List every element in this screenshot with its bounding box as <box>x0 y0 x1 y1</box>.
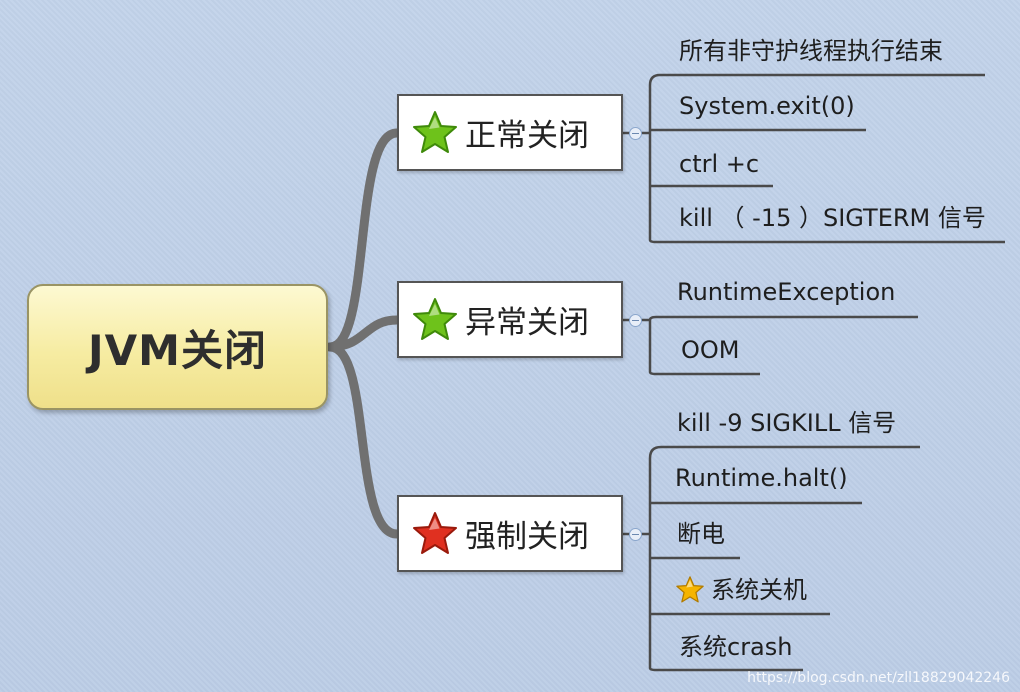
connector-root-branch2 <box>325 315 402 352</box>
root-node[interactable]: JVM关闭 <box>27 284 328 410</box>
leaf-node[interactable]: 断电 <box>677 522 725 546</box>
leaf-label: 所有非守护线程执行结束 <box>679 37 943 65</box>
leaf-label: 系统crash <box>679 633 793 661</box>
connector-root-branch3 <box>325 342 402 539</box>
branch1-leaf-lines <box>623 73 1005 244</box>
leaf-node[interactable]: 所有非守护线程执行结束 <box>679 39 943 63</box>
leaf-node[interactable]: kill -9 SIGKILL 信号 <box>677 411 896 435</box>
leaf-label: OOM <box>681 336 740 364</box>
leaf-label: RuntimeException <box>677 278 896 306</box>
leaf-label: System.exit(0) <box>679 92 855 120</box>
leaf-node[interactable]: 系统关机 <box>675 575 807 605</box>
red-star-icon <box>413 511 457 554</box>
leaf-node[interactable]: ctrl +c <box>679 152 759 176</box>
leaf-node[interactable]: 系统crash <box>679 635 792 659</box>
connector-root-branch1 <box>325 128 402 352</box>
leaf-label: ctrl +c <box>679 150 760 178</box>
root-label: JVM关闭 <box>88 325 267 375</box>
leaf-node[interactable]: System.exit(0) <box>679 94 855 118</box>
branch-node-normal-shutdown[interactable]: 正常关闭 <box>397 94 623 171</box>
branch-label: 正常关闭 <box>465 118 589 154</box>
leaf-label: Runtime.halt() <box>675 464 848 492</box>
branch-node-abnormal-shutdown[interactable]: 异常关闭 <box>397 281 623 358</box>
leaf-label: 系统关机 <box>711 576 807 604</box>
leaf-label: kill （ -15 ）SIGTERM 信号 <box>679 204 986 232</box>
green-star-icon <box>413 110 457 153</box>
collapse-toggle-branch1[interactable] <box>629 127 642 140</box>
leaf-node[interactable]: RuntimeException <box>677 280 895 304</box>
leaf-label: kill -9 SIGKILL 信号 <box>677 409 897 437</box>
collapse-toggle-branch2[interactable] <box>629 314 642 327</box>
green-star-icon <box>413 297 457 340</box>
branch-label: 强制关闭 <box>465 519 589 555</box>
branch-label: 异常关闭 <box>465 305 589 341</box>
gold-star-icon <box>676 576 704 603</box>
branch2-leaf-lines <box>623 315 918 376</box>
leaf-node[interactable]: Runtime.halt() <box>675 466 848 490</box>
leaf-node[interactable]: kill （ -15 ）SIGTERM 信号 <box>679 206 986 230</box>
collapse-toggle-branch3[interactable] <box>629 528 642 541</box>
branch-node-forced-shutdown[interactable]: 强制关闭 <box>397 495 623 572</box>
leaf-label: 断电 <box>677 520 725 548</box>
leaf-node[interactable]: OOM <box>681 338 740 362</box>
watermark-text: https://blog.csdn.net/zll18829042246 <box>747 670 1010 686</box>
